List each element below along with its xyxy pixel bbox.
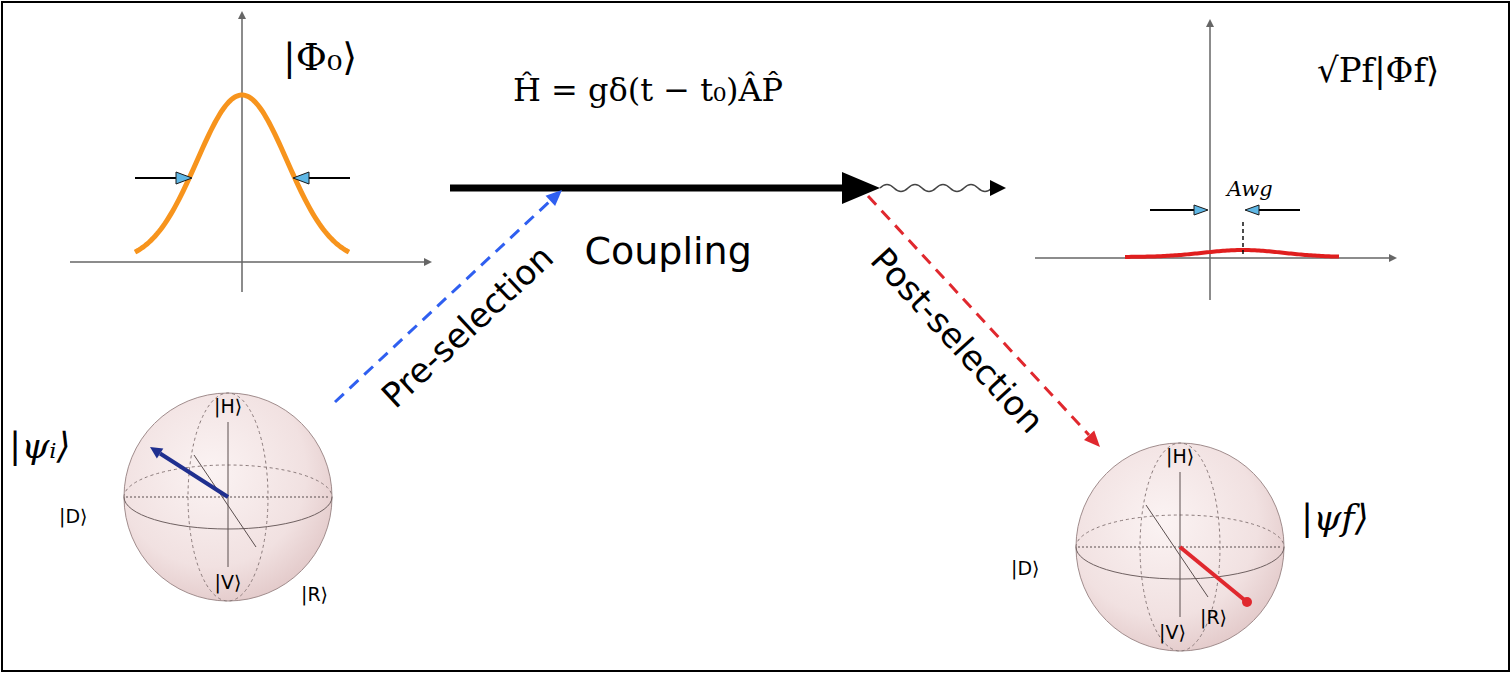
shift-arrow <box>1257 209 1300 211</box>
width-arrow <box>307 177 350 179</box>
postselection-arrow <box>868 196 1089 435</box>
basis-label: |D⟩ <box>59 506 87 527</box>
basis-label: |H⟩ <box>1166 446 1194 467</box>
state-vector-head <box>150 447 163 459</box>
y-axis <box>1146 505 1208 597</box>
basis-label: |D⟩ <box>1011 558 1039 579</box>
sphere-outline <box>1076 443 1284 651</box>
axis-head <box>424 258 432 266</box>
width-arrow <box>135 177 178 179</box>
shift-arrow-head <box>1194 205 1208 215</box>
shifted-pointer-curve <box>1125 250 1339 257</box>
basis-label: |V⟩ <box>215 572 242 593</box>
bloch-sphere-node: |H⟩|D⟩|R⟩|V⟩|ψf⟩ <box>1075 442 1285 652</box>
process-label: Coupling <box>585 230 752 274</box>
shift-arrow <box>1150 209 1196 211</box>
wavy-arrow-head <box>990 180 1006 196</box>
sphere-outline <box>124 393 332 601</box>
axis-head <box>1389 254 1397 262</box>
width-arrow-head <box>176 172 192 184</box>
arrow-label: Post-selection <box>863 240 1051 441</box>
shift-arrow-head <box>1245 205 1259 215</box>
basis-label: |R⟩ <box>1200 607 1227 628</box>
state-label: |Φ₀⟩ <box>283 36 357 80</box>
preselection-arrow-head <box>546 190 563 206</box>
wavy-line <box>880 185 992 192</box>
shift-marker <box>1242 222 1243 254</box>
coupling-arrow <box>450 185 846 192</box>
bloch-sphere <box>1075 442 1285 652</box>
x-axis <box>1035 257 1393 259</box>
hamiltonian: Ĥ = gδ(t − t₀)ÂP̂ <box>513 72 783 109</box>
basis-label: |V⟩ <box>1159 622 1186 643</box>
bloch-sphere-node: |ψᵢ⟩|H⟩|D⟩|R⟩|V⟩ <box>123 392 333 602</box>
state-vector-tip <box>1242 597 1252 607</box>
state-label: √Pf|Φf⟩ <box>1317 51 1439 90</box>
y-axis <box>1209 24 1211 300</box>
shift-label: Awg <box>1227 177 1273 201</box>
axis-head <box>238 11 246 19</box>
z-axis <box>1180 472 1181 617</box>
basis-label: |H⟩ <box>214 396 242 417</box>
coupling-arrow-head <box>842 172 880 204</box>
state-vector <box>160 453 228 497</box>
state-label: |ψᵢ⟩ <box>9 426 71 466</box>
arrow-label: Pre-selection <box>374 237 561 415</box>
x-axis <box>70 261 428 263</box>
y-axis <box>241 16 243 292</box>
state-label: |ψf⟩ <box>1301 498 1369 538</box>
postselection-arrow-head <box>1084 431 1100 448</box>
width-arrow-head <box>293 172 309 184</box>
basis-label: |R⟩ <box>301 584 328 605</box>
axis-head <box>1206 19 1214 27</box>
state-vector <box>1180 547 1247 602</box>
bloch-sphere <box>123 392 333 602</box>
gaussian-curve <box>135 95 349 252</box>
y-axis <box>194 455 256 547</box>
